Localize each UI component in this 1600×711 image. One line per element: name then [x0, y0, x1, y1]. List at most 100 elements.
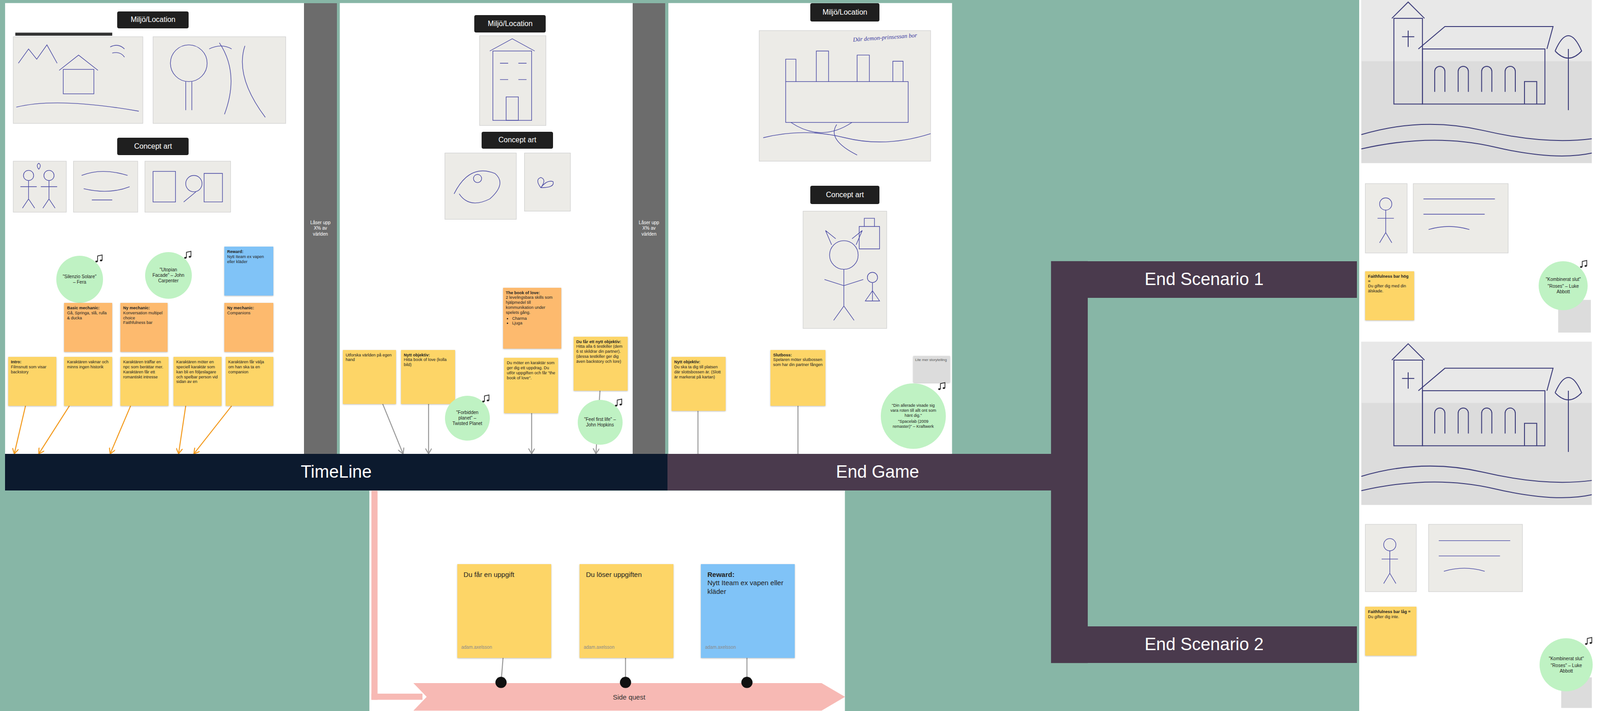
note-text: Faithfulness bar hög = — [1367, 274, 1412, 285]
song-text: "Utopian Facade" – John Carpenter — [151, 267, 186, 284]
label-text: End Game — [835, 462, 920, 483]
sticky-note: Nytt objektiv:Hitta book of love (kolla … — [401, 350, 456, 405]
sticky-note: Du får ett nytt objektiv:Hitta alla 6 te… — [573, 336, 628, 391]
unlock-divider: Låser upp X% av världen — [632, 3, 666, 455]
reward-note: Reward:Nytt Iteam ex vapen eller kläder — [700, 564, 795, 659]
music-circle: "Kombinerat slut""Roses" – Luke Abbott — [1538, 261, 1588, 311]
section-label: Concept art — [117, 137, 189, 156]
music-text: "Utopian Facade" – John Carpenter — [151, 267, 186, 284]
note-text: Intro: — [10, 359, 54, 365]
music-icon — [480, 394, 491, 405]
note-text: Karaktären möter en speciell karaktär so… — [176, 359, 219, 385]
music-text: "Forbidden planet" – Twisted Planet — [451, 410, 484, 427]
sticky-note: Karaktären möter en speciell karaktär so… — [173, 357, 222, 407]
arrow-connector — [624, 658, 626, 684]
note-text: Companions — [227, 310, 271, 316]
label-text: Låser upp X% av världen — [634, 220, 663, 238]
music-text: "Silenzio Solare" – Fera — [62, 274, 97, 286]
note-text: Du möter en karaktär som ger dig ett upp… — [506, 360, 556, 381]
note-text: Reward: — [227, 249, 271, 255]
note-text: Faithfulness bar — [123, 320, 165, 326]
note-text: Gå, Springa, slå, rulla & ducka — [66, 310, 110, 321]
sticky-note: Du möter en karaktär som ger dig ett upp… — [504, 357, 559, 413]
label-text: Låser upp X% av världen — [306, 220, 335, 238]
song-text: "Din allerade visade sig vara roten till… — [889, 403, 938, 418]
sticky-note: Du löser uppgiften — [579, 564, 674, 659]
section-label: Concept art — [481, 131, 554, 150]
song-text: "Kombinerat slut" — [1547, 656, 1586, 662]
label-text: Miljö/Location — [130, 15, 176, 24]
arrow-connector — [697, 411, 699, 455]
music-icon — [93, 254, 104, 265]
sticky-note: Faithfulness bar hög =Du gifter dig med … — [1365, 271, 1415, 321]
label-text: TimeLine — [300, 462, 372, 483]
side-quest-arrow: Side quest — [413, 683, 846, 711]
arrow-connector — [797, 406, 799, 455]
note-text: Du ska ta dig till platsen där slottsbos… — [674, 364, 723, 380]
label-text: Concept art — [825, 190, 864, 200]
song-text: "Roses" – Luke Abbott — [1545, 283, 1581, 295]
mechanic-note: The book of love:2 levelingsbara skills … — [503, 287, 562, 350]
song-text: "Kombinerat slut" — [1545, 276, 1581, 283]
music-text: "Feel first life" – John Hopkins — [583, 417, 617, 429]
note-text: Spelaren möter slutbossen som har din pa… — [773, 357, 823, 368]
arrow-connector — [428, 404, 429, 455]
sticky-note: Du får en uppgift — [457, 564, 552, 659]
timeline-band: End Scenario 1 — [1051, 261, 1358, 299]
label-text: End Scenario 2 — [1144, 634, 1264, 655]
author-name: adam.axelsson — [705, 645, 787, 651]
sticky-note: Karaktären får välja om han ska ta en co… — [225, 357, 274, 407]
arrow-connector — [194, 406, 232, 455]
music-icon — [613, 398, 624, 409]
note-text: Konversation multipel choice — [123, 310, 165, 321]
note-text: Nytt objektiv: — [674, 359, 723, 365]
sticky-note: Intro:Filmsnutt som visar backstory — [8, 357, 57, 407]
author-name: adam.axelsson — [461, 645, 543, 651]
song-text: "Silenzio Solare" – Fera — [62, 274, 97, 286]
label-text: Miljö/Location — [488, 19, 533, 28]
music-circle: "Din allerade visade sig vara roten till… — [880, 383, 947, 450]
timeline-band: TimeLine — [5, 454, 668, 491]
band-shape — [413, 683, 846, 711]
arrow-connector — [531, 413, 532, 455]
bullet-text: Charma — [512, 316, 559, 322]
music-circle: "Feel first life" – John Hopkins — [577, 400, 623, 445]
note-text: Reward: — [707, 570, 789, 580]
music-text: "Kombinerat slut""Roses" – Luke Abbott — [1545, 276, 1581, 295]
timeline-band: End Scenario 2 — [1051, 626, 1358, 664]
note-text: Du gifter dig inte. — [1367, 614, 1414, 620]
mechanic-note: Basic mechanic:Gå, Springa, slå, rulla &… — [64, 303, 113, 353]
note-text: Du får en uppgift — [463, 570, 545, 580]
note-text: Du löser uppgiften — [585, 570, 668, 580]
sticky-note: Karaktären vaknar och minns ingen histor… — [64, 357, 113, 407]
bullet-list: CharmaLjuga — [512, 316, 559, 327]
arrow-connector — [382, 404, 404, 455]
song-text: "Spacelab (2009 remaster)" – Kraftwerk — [889, 419, 938, 430]
music-circle: "Forbidden planet" – Twisted Planet — [444, 395, 490, 441]
note-text: Hitta alla 6 testkiller (dem 6 st skildr… — [576, 344, 625, 364]
arrow-connector — [38, 406, 70, 455]
sticky-note: Nytt objektiv:Du ska ta dig till platsen… — [671, 357, 726, 412]
arrow-connector — [14, 406, 26, 455]
reward-note: Reward:Nytt Iteam ex vapen eller kläder — [224, 246, 274, 296]
music-text: "Din allerade visade sig vara roten till… — [889, 403, 938, 430]
note-text: Slutboss: — [773, 352, 823, 358]
music-circle: "Silenzio Solare" – Fera — [56, 255, 104, 304]
author-name: adam.axelsson — [583, 645, 666, 651]
label-text: Side quest — [612, 693, 646, 702]
note-text: Ny mechanic: — [227, 305, 271, 311]
song-text: "Feel first life" – John Hopkins — [583, 417, 617, 429]
note-text: Nytt objektiv: — [403, 352, 453, 358]
mechanic-note: Ny mechanic:Companions — [224, 303, 274, 353]
music-icon — [1583, 636, 1594, 647]
mechanic-note: Ny mechanic:Konversation multipel choice… — [120, 303, 168, 353]
section-label: Miljö/Location — [474, 15, 546, 33]
note-text: Nytt Iteam ex vapen eller kläder — [707, 579, 789, 597]
note-text: Du gifter dig med din älskade. — [1367, 283, 1412, 294]
comment-note: Lite mer storytelling — [913, 356, 950, 383]
music-circle: "Kombinerat slut""Roses" – Luke Abbott — [1539, 638, 1593, 692]
arrow-connector — [746, 658, 748, 684]
note-text: Karaktären får välja om han ska ta en co… — [228, 359, 272, 375]
timeline-band: End Game — [667, 454, 1088, 491]
note-text: Faithfulness bar låg = — [1367, 609, 1414, 615]
